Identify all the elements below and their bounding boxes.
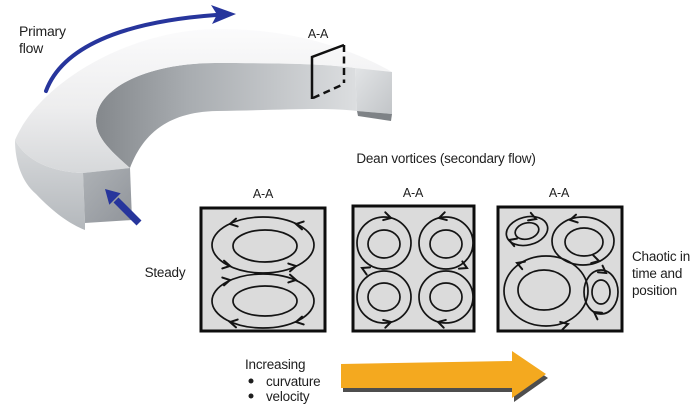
cross-section-box-four-cell (351, 204, 476, 333)
primary-flow-label-line1: Primary (19, 23, 66, 39)
channel-outer-wall (15, 140, 85, 230)
inlet-flow-arrowhead-icon (105, 189, 121, 205)
bullet-icon (248, 393, 254, 399)
section-marker (310, 43, 346, 100)
increasing-heading: Increasing (245, 357, 305, 372)
channel-outlet-face (355, 68, 392, 114)
box2-frame (351, 204, 476, 333)
section-label-3: A-A (549, 186, 570, 200)
inlet-flow-arrow-shaft (113, 197, 142, 226)
channel-top-surface (15, 28, 392, 173)
increasing-bullet-1: curvature (266, 374, 320, 389)
primary-flow-arrowhead-icon (211, 5, 236, 24)
section-marker-solid-edges (310, 43, 345, 99)
steady-caption: Steady (145, 265, 186, 280)
figure-title: Dean vortices (secondary flow) (356, 151, 535, 166)
box2-vortices (356, 216, 474, 324)
bullet-icon (248, 378, 254, 384)
channel-inner-wall (96, 63, 357, 168)
box1-frame (199, 206, 327, 333)
primary-flow-arrow-shaft (44, 13, 218, 93)
section-label-2: A-A (403, 186, 424, 200)
increasing-arrow-icon (341, 351, 546, 398)
increasing-bullet-2: velocity (266, 389, 310, 404)
box1-vortices (211, 216, 315, 329)
primary-flow-arrow (44, 5, 236, 93)
section-label-1: A-A (253, 187, 274, 201)
inlet-flow-arrow (105, 189, 142, 226)
chaotic-caption-line3: position (632, 283, 677, 298)
box3-vortices (503, 215, 619, 327)
cross-section-box-steady (199, 206, 327, 333)
chaotic-caption-line2: time and (632, 266, 682, 281)
chaotic-caption-line1: Chaotic in (632, 249, 690, 264)
section-marker-hidden-edges (312, 45, 346, 100)
cross-section-box-chaotic (496, 205, 624, 333)
primary-flow-label-line2: flow (19, 40, 44, 56)
increasing-arrow (341, 351, 548, 402)
channel-outlet-shadow (357, 111, 392, 121)
section-marker-label: A-A (308, 27, 329, 41)
box3-frame (496, 205, 624, 333)
